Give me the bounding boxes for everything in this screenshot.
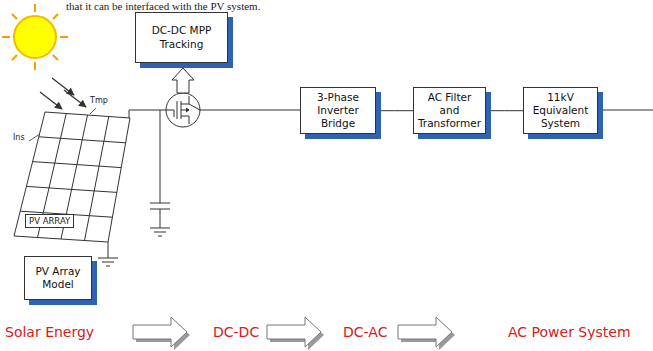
- box-text: PV Array Model: [29, 265, 87, 291]
- connector-line: [486, 110, 523, 111]
- irradiance-label: Ins: [13, 133, 25, 143]
- model-box: PV Array Model: [24, 256, 92, 300]
- leader-lines: [29, 108, 96, 141]
- cut-off-text: that it can be interfaced with the PV sy…: [66, 0, 260, 13]
- control-arrow: [172, 68, 194, 93]
- stage-label: AC Power System: [508, 324, 631, 341]
- mosfet-switch: [166, 93, 200, 127]
- panel-label: PV ARRAY: [25, 214, 74, 228]
- sun-icon: [2, 4, 68, 70]
- stage-label: DC-DC: [213, 324, 259, 341]
- box-text: DC-DC MPP Tracking: [140, 24, 223, 50]
- stage-label: Solar Energy: [5, 324, 94, 341]
- process-box: 11kV Equivalent System: [523, 87, 598, 134]
- sunlight-arrows: [40, 78, 86, 109]
- process-box: 3-Phase Inverter Bridge: [300, 87, 376, 134]
- process-box: DC-DC MPP Tracking: [135, 12, 228, 63]
- process-box: AC Filter and Transformer: [413, 87, 486, 134]
- flow-arrows: [133, 317, 455, 350]
- box-text: AC Filter and Transformer: [418, 91, 481, 130]
- box-text: 11kV Equivalent System: [528, 91, 593, 130]
- connector-line: [376, 110, 413, 111]
- pv-panel: [14, 112, 130, 242]
- box-text: 3-Phase Inverter Bridge: [305, 91, 371, 130]
- stage-label: DC-AC: [343, 324, 387, 341]
- temperature-label: Tmp: [90, 96, 108, 106]
